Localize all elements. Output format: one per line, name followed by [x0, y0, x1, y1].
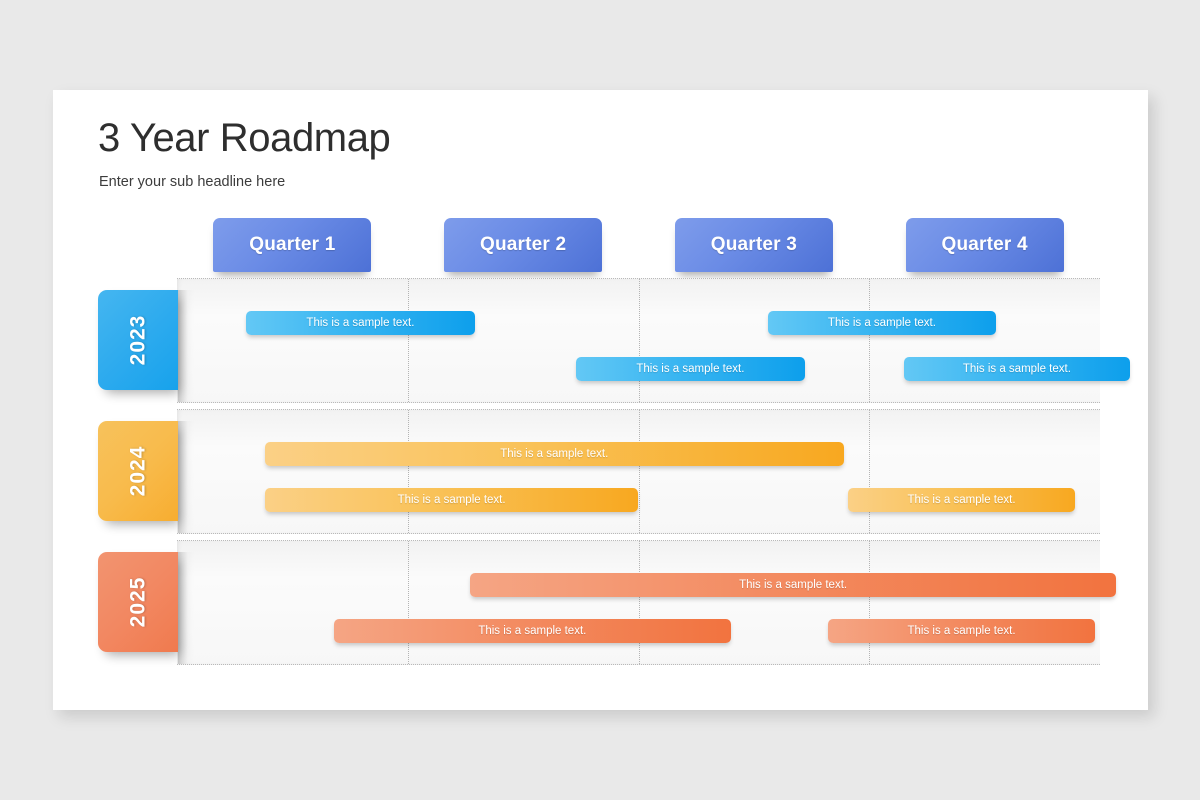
year-tab-fold-shadow: [178, 552, 194, 664]
quarter-tab-4[interactable]: Quarter 4: [905, 218, 1064, 272]
page-title: 3 Year Roadmap: [98, 116, 391, 160]
quarter-gridline: [638, 410, 640, 533]
task-bar-label: This is a sample text.: [739, 579, 848, 591]
quarter-gridline: [407, 410, 409, 533]
task-bar[interactable]: This is a sample text.: [333, 619, 731, 643]
task-bar[interactable]: This is a sample text.: [246, 311, 475, 335]
year-tab-fold-shadow: [178, 290, 194, 402]
task-bar-label: This is a sample text.: [827, 317, 936, 329]
quarter-gridline: [869, 541, 871, 664]
year-tab-2024[interactable]: 2024: [98, 421, 178, 521]
timeline-panel: [177, 409, 1100, 534]
task-bar[interactable]: This is a sample text.: [470, 573, 1117, 597]
year-tab-label: 2023: [126, 314, 149, 366]
quarter-tab-label: Quarter 3: [710, 234, 798, 255]
task-bar[interactable]: This is a sample text.: [827, 619, 1096, 643]
quarter-tab-label: Quarter 2: [479, 234, 567, 255]
task-bar-label: This is a sample text.: [478, 625, 587, 637]
quarter-gridline: [869, 279, 871, 402]
quarter-gridline: [638, 541, 640, 664]
task-bar[interactable]: This is a sample text.: [848, 488, 1075, 512]
task-bar-label: This is a sample text.: [500, 448, 609, 460]
year-tab-label: 2025: [126, 576, 149, 628]
quarter-tab-1[interactable]: Quarter 1: [213, 218, 372, 272]
quarter-tab-2[interactable]: Quarter 2: [444, 218, 603, 272]
task-bar[interactable]: This is a sample text.: [767, 311, 997, 335]
year-tab-2025[interactable]: 2025: [98, 552, 178, 652]
task-bar-label: This is a sample text.: [907, 494, 1016, 506]
year-tab-fold-shadow: [178, 421, 194, 533]
quarter-header-row: Quarter 1 Quarter 2 Quarter 3 Quarter 4: [53, 218, 1148, 278]
task-bar[interactable]: This is a sample text.: [264, 488, 639, 512]
task-bar-label: This is a sample text.: [306, 317, 415, 329]
task-bar[interactable]: This is a sample text.: [903, 357, 1130, 381]
task-bar-label: This is a sample text.: [636, 363, 745, 375]
quarter-tab-label: Quarter 4: [941, 234, 1028, 255]
quarter-gridline: [407, 279, 409, 402]
quarter-gridline: [869, 410, 871, 533]
task-bar[interactable]: This is a sample text.: [264, 442, 844, 466]
task-bar-label: This is a sample text.: [397, 494, 506, 506]
quarter-gridline: [407, 541, 409, 664]
quarter-tab-3[interactable]: Quarter 3: [674, 218, 833, 272]
timeline-panel: [177, 540, 1100, 665]
year-tab-label: 2024: [126, 445, 149, 497]
year-tab-2023[interactable]: 2023: [98, 290, 178, 390]
timeline-panel: [177, 278, 1100, 403]
quarter-tab-label: Quarter 1: [249, 234, 336, 255]
task-bar-label: This is a sample text.: [907, 625, 1016, 637]
page-subtitle: Enter your sub headline here: [99, 174, 286, 190]
slide-card: 3 Year Roadmap Enter your sub headline h…: [53, 90, 1148, 710]
quarter-gridline: [638, 279, 640, 402]
task-bar[interactable]: This is a sample text.: [576, 357, 805, 381]
task-bar-label: This is a sample text.: [962, 363, 1071, 375]
